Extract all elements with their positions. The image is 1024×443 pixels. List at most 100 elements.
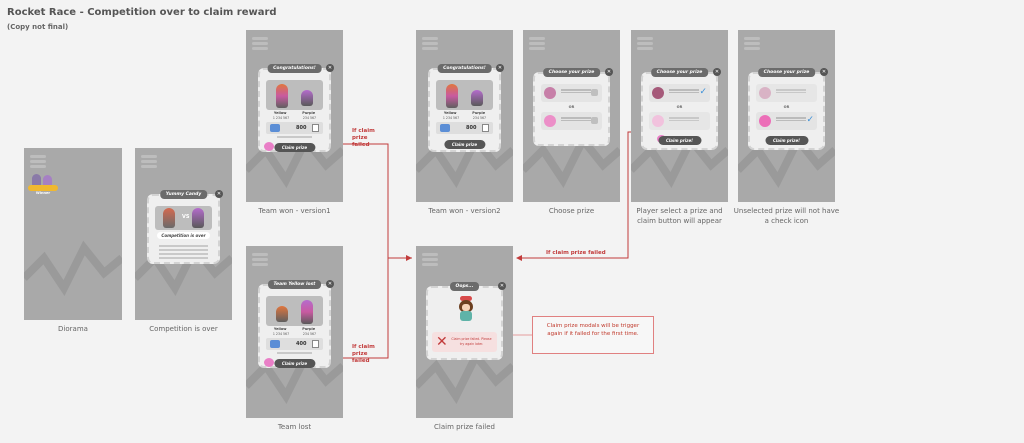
reward-box-icon xyxy=(312,124,319,132)
player-select-modal: Choose your prize ✕ ✓ OR Claim prize! xyxy=(641,68,721,150)
modal-title: Congratulations! xyxy=(437,64,492,73)
close-icon[interactable]: ✕ xyxy=(820,68,828,76)
checkbox[interactable] xyxy=(591,117,598,124)
team-names: Yellow Purple xyxy=(266,327,323,331)
reward-row: 800 xyxy=(436,122,493,134)
team-b-name: Purple xyxy=(472,111,486,115)
booster-icon xyxy=(544,115,556,127)
hud-bars xyxy=(252,35,268,52)
prize-option-2[interactable] xyxy=(649,112,710,130)
team-a-name: Yellow xyxy=(273,111,287,115)
prize-candy-icon xyxy=(264,142,274,151)
competition-over-modal: Yummy Candy ✕ VS Competition is over xyxy=(147,190,223,264)
map-path xyxy=(631,132,728,188)
prize-option-2[interactable]: ✓ xyxy=(756,112,817,130)
hud-bars xyxy=(422,251,438,268)
prize-desc-lines xyxy=(776,116,806,122)
error-box: ✕ Claim prize failed. Please try again l… xyxy=(432,332,497,352)
choose-prize-modal: Choose your prize ✕ OR xyxy=(533,68,613,146)
arrowhead-left xyxy=(406,255,412,261)
character-body-icon xyxy=(460,311,472,321)
caption-competition-over: Competition is over xyxy=(149,325,218,333)
prize-option-1[interactable] xyxy=(541,84,602,102)
modal-title: Choose your prize xyxy=(542,68,601,77)
caption-claim-failed: Claim prize failed xyxy=(434,423,495,431)
modal-title: Yummy Candy xyxy=(159,190,208,199)
vs-icon: VS xyxy=(182,214,190,220)
hud-bars xyxy=(422,35,438,52)
prize-option-1[interactable] xyxy=(756,84,817,102)
team-a-name: Yellow xyxy=(273,327,287,331)
rocket-purple-icon xyxy=(471,90,483,106)
or-label: OR xyxy=(568,105,575,109)
rocket-stage xyxy=(436,80,493,110)
map-path xyxy=(246,348,343,404)
modal-title: Oops... xyxy=(449,282,480,291)
reward-box-icon xyxy=(482,124,489,132)
close-icon[interactable]: ✕ xyxy=(215,190,223,198)
claim-prize-button[interactable]: Claim prize xyxy=(443,140,486,149)
check-icon[interactable]: ✓ xyxy=(699,87,707,97)
close-icon[interactable]: ✕ xyxy=(326,280,334,288)
rocket-yellow-icon xyxy=(163,208,175,228)
claim-prize-button[interactable]: Claim prize! xyxy=(764,136,809,145)
status-pill: Competition is over xyxy=(157,232,210,239)
hint-text xyxy=(266,352,323,356)
checkbox[interactable] xyxy=(591,89,598,96)
caption-choose-prize: Choose prize xyxy=(548,207,595,215)
check-icon[interactable]: ✓ xyxy=(806,115,814,125)
rocket-purple-icon xyxy=(301,300,313,324)
reward-amount: 400 xyxy=(296,341,307,347)
rocket-race-badge[interactable]: Winner xyxy=(28,174,58,196)
team-a-score: 1 234 567 xyxy=(272,332,290,336)
reward-row: 400 xyxy=(266,338,323,350)
hud-bars xyxy=(637,35,653,52)
close-icon[interactable]: ✕ xyxy=(713,68,721,76)
claim-prize-button[interactable]: Claim prize xyxy=(273,143,316,152)
candy-bundle-icon xyxy=(652,87,664,99)
rocket-icon xyxy=(43,175,52,186)
prize-option-2[interactable] xyxy=(541,112,602,130)
team-a-score: 1 234 567 xyxy=(272,116,290,120)
close-icon[interactable]: ✕ xyxy=(605,68,613,76)
description-lines xyxy=(159,243,208,261)
claim-prize-button[interactable]: Claim prize! xyxy=(657,136,702,145)
hud-bars xyxy=(141,153,157,170)
close-icon[interactable]: ✕ xyxy=(496,64,504,72)
team-b-name: Purple xyxy=(302,327,316,331)
prize-desc-lines xyxy=(776,88,806,94)
booster-icon xyxy=(652,115,664,127)
map-path xyxy=(24,240,122,296)
close-icon[interactable]: ✕ xyxy=(326,64,334,72)
map-path xyxy=(523,132,620,188)
hud-bars xyxy=(30,153,46,170)
screen-player-select: Choose your prize ✕ ✓ OR Claim prize! xyxy=(631,30,728,202)
close-icon[interactable]: ✕ xyxy=(498,282,506,290)
screen-choose-prize: Choose your prize ✕ OR xyxy=(523,30,620,202)
claim-failed-modal: Oops... ✕ ✕ Claim prize failed. Please t… xyxy=(426,282,506,360)
reward-amount: 800 xyxy=(296,125,307,131)
rocket-purple-icon xyxy=(301,90,313,106)
character-bow-icon xyxy=(460,296,472,301)
screen-unselected: Choose your prize ✕ OR ✓ Claim prize! xyxy=(738,30,835,202)
unselected-modal: Choose your prize ✕ OR ✓ Claim prize! xyxy=(748,68,828,150)
hud-bars xyxy=(529,35,545,52)
badge-ribbon xyxy=(28,185,58,191)
error-message: Claim prize failed. Please try again lat… xyxy=(451,337,492,346)
hud-bars xyxy=(744,35,760,52)
page-subtitle: (Copy not final) xyxy=(7,23,69,31)
map-path xyxy=(416,348,513,404)
booster-icon xyxy=(759,115,771,127)
character-illustration xyxy=(456,296,476,322)
prize-candy-icon xyxy=(264,358,274,367)
rocket-purple-icon xyxy=(192,208,204,228)
claim-prize-button[interactable]: Claim prize xyxy=(273,359,316,368)
prize-option-1[interactable]: ✓ xyxy=(649,84,710,102)
reward-amount: 800 xyxy=(466,125,477,131)
screen-competition-over: Yummy Candy ✕ VS Competition is over xyxy=(135,148,232,320)
